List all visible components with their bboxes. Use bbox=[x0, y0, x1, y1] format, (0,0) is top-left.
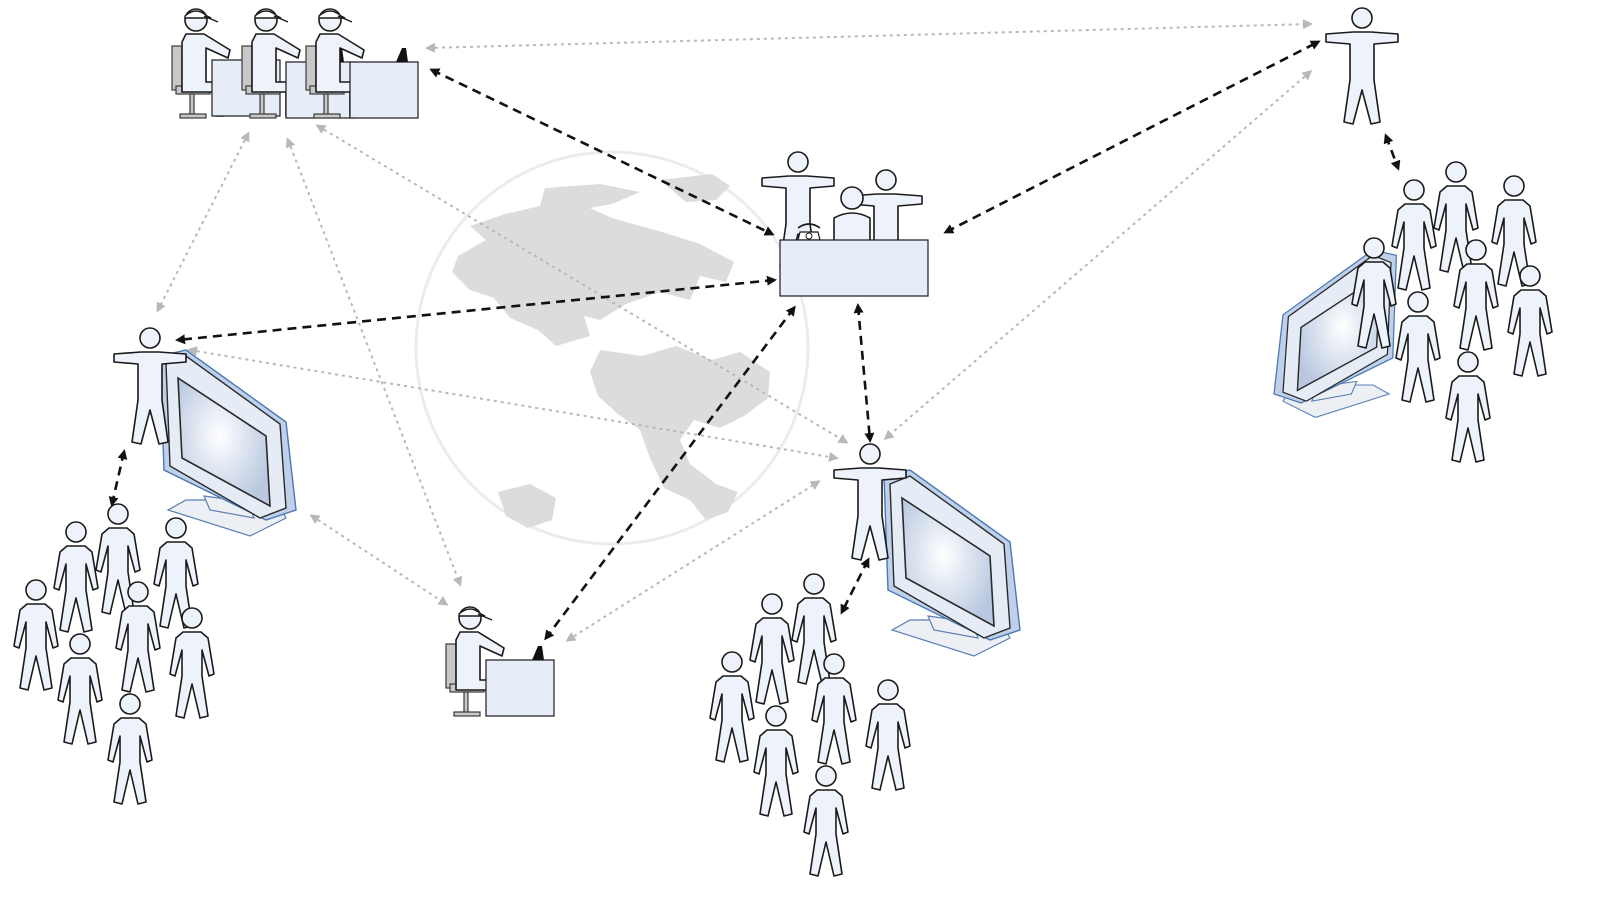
link-desk-to-instructor-left bbox=[175, 275, 777, 345]
operators-group bbox=[171, 8, 419, 119]
globe-icon bbox=[414, 150, 810, 546]
link-instructor-right-to-center bbox=[883, 70, 1313, 440]
operator-single bbox=[445, 606, 555, 717]
link-operator-single-to-center bbox=[565, 480, 821, 642]
link-operators-to-desk bbox=[429, 68, 775, 236]
staff-seated bbox=[833, 186, 871, 245]
link-desk-to-instructor-right bbox=[943, 40, 1321, 234]
link-instructor-center-to-audience bbox=[840, 557, 870, 615]
audience-center bbox=[709, 573, 911, 877]
link-instructor-left-to-operator-single bbox=[309, 514, 449, 606]
link-instructor-right-to-audience bbox=[1383, 133, 1401, 171]
instructor-left bbox=[113, 327, 297, 537]
link-desk-to-instructor-center bbox=[853, 303, 875, 443]
link-desk-to-operator-single bbox=[544, 305, 796, 641]
control-desk bbox=[761, 151, 929, 297]
link-operators-to-instructor-right bbox=[425, 19, 1313, 53]
black-links bbox=[108, 40, 1401, 641]
audience-left bbox=[13, 503, 215, 805]
link-instructor-left-to-audience bbox=[108, 449, 128, 507]
link-operators-to-instructor-left bbox=[156, 131, 250, 313]
instructor-right bbox=[1273, 7, 1399, 419]
audience-right bbox=[1351, 161, 1553, 463]
instructor-center bbox=[833, 443, 1021, 657]
